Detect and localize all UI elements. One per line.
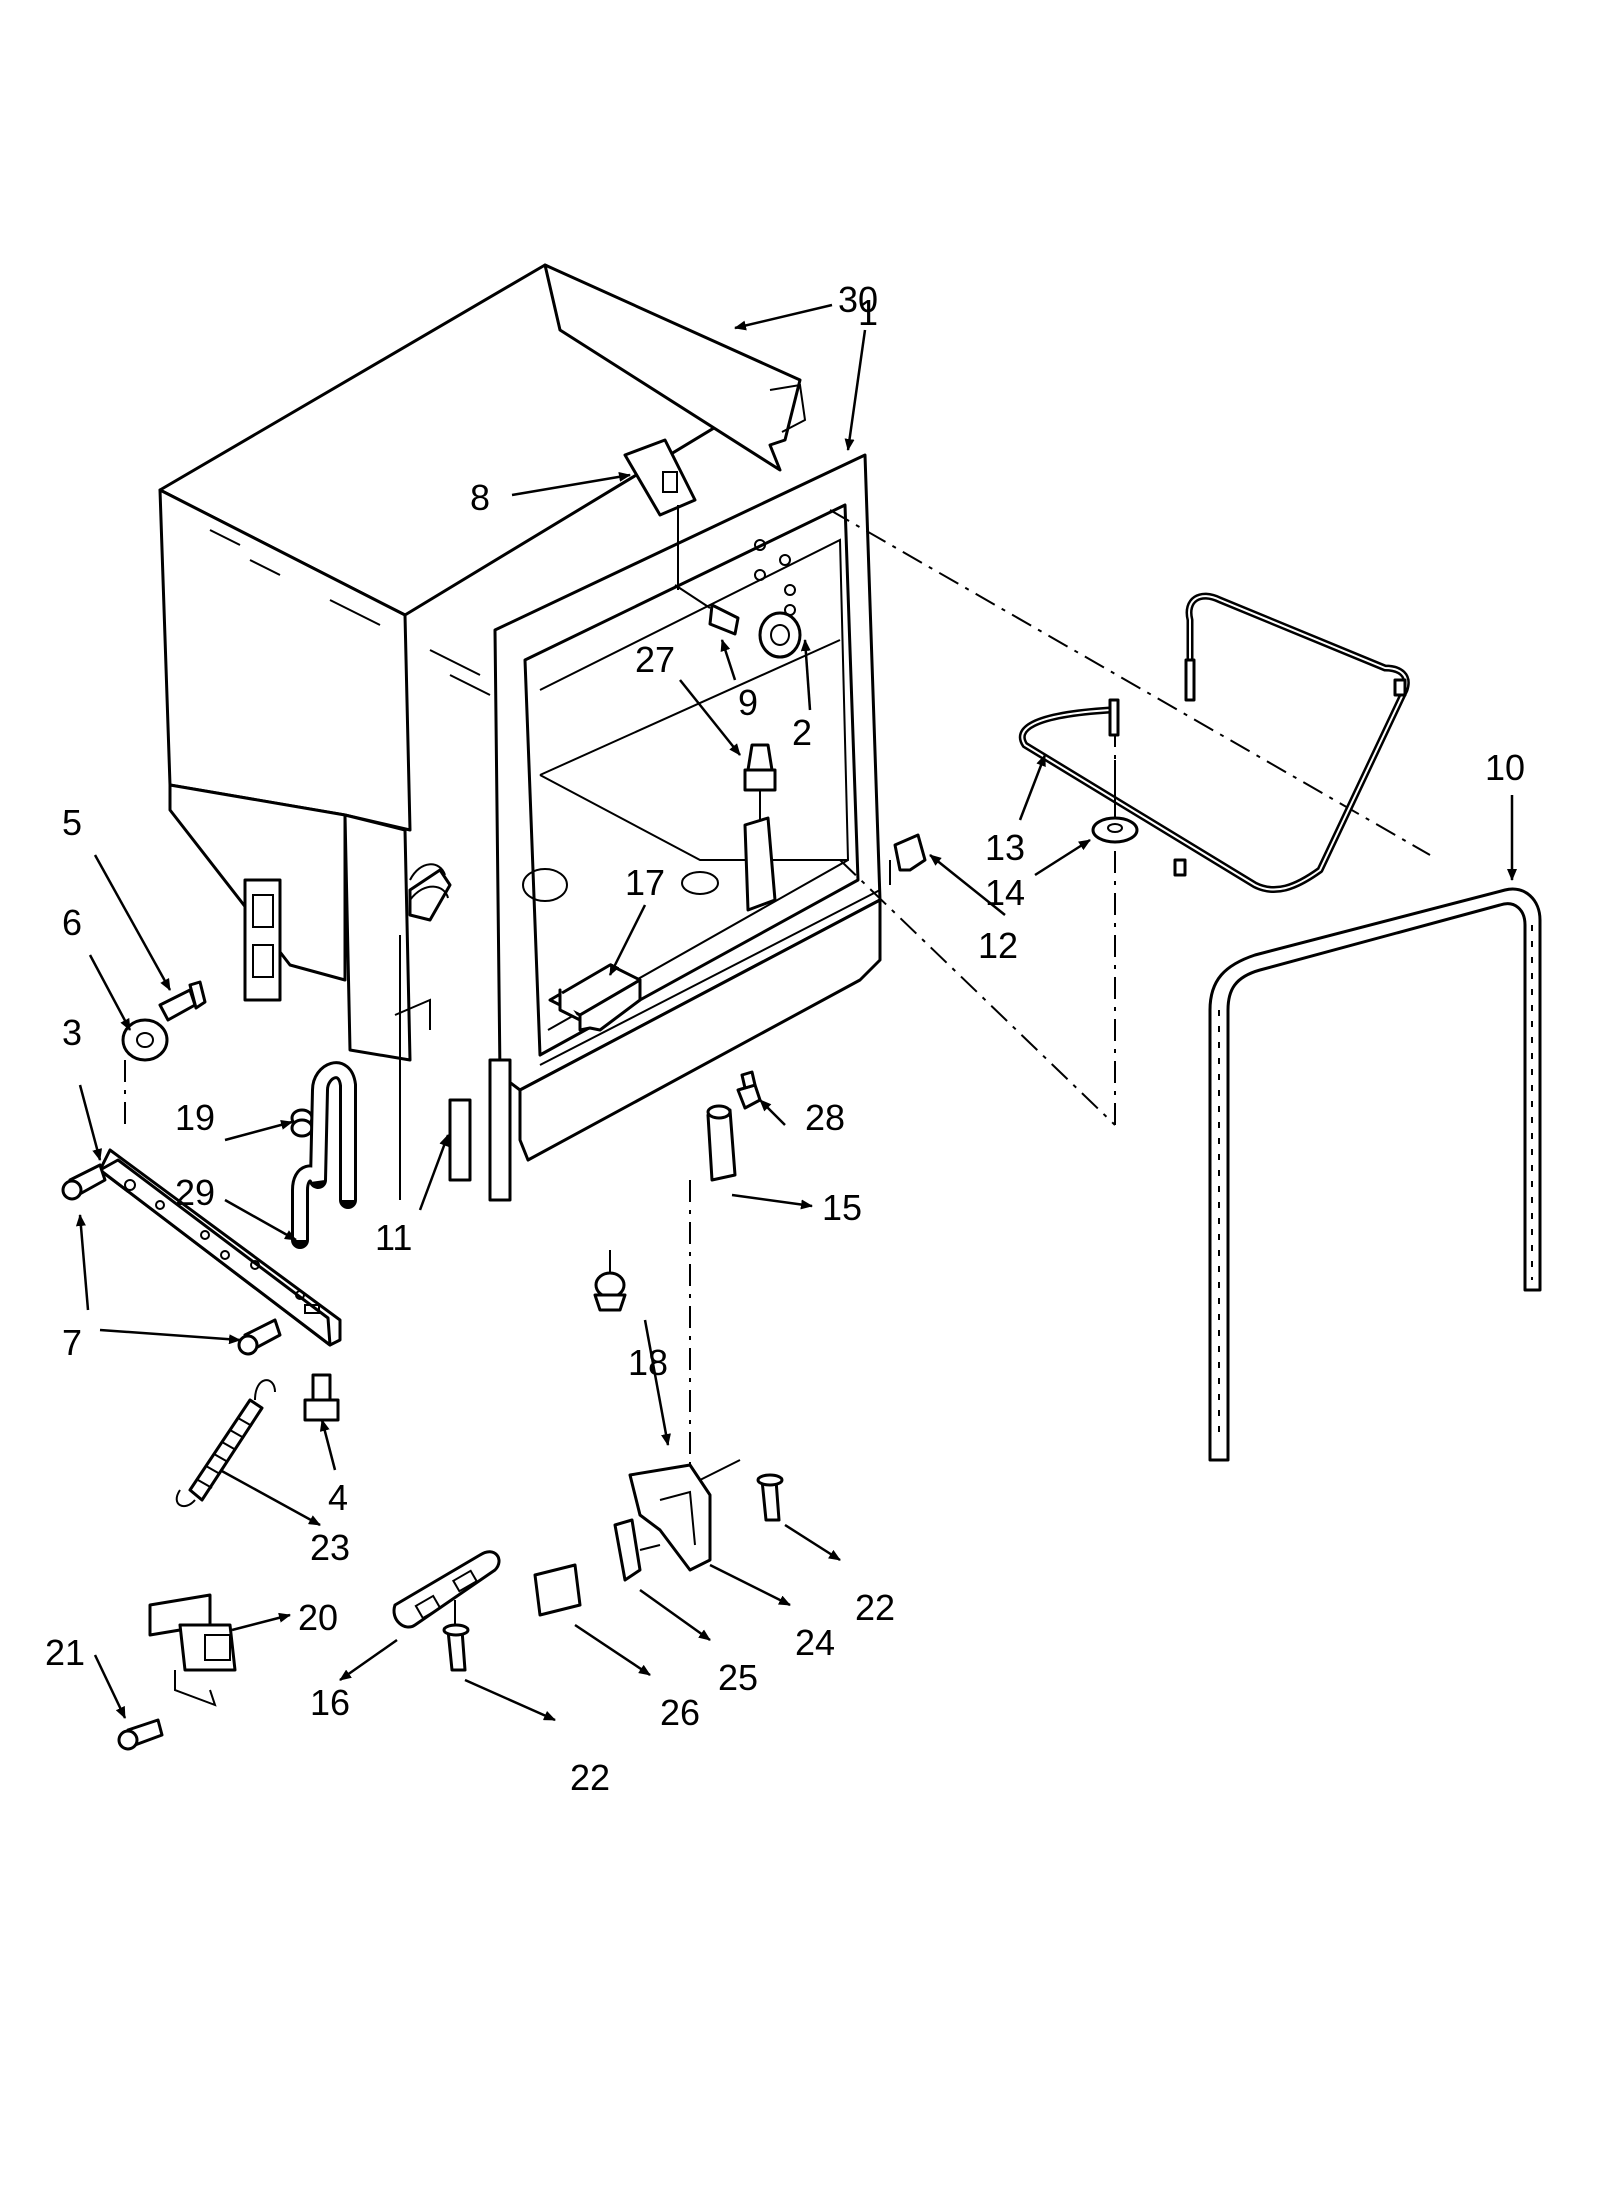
part-28-nut bbox=[736, 1070, 762, 1110]
callout-3: 3 bbox=[62, 1012, 82, 1053]
part-23-spring bbox=[175, 1379, 276, 1508]
part-26-cover bbox=[533, 1563, 582, 1617]
assembly-lines bbox=[124, 509, 1431, 1485]
callout-26: 26 bbox=[660, 1692, 700, 1733]
callout-24: 24 bbox=[795, 1622, 835, 1663]
callout-25: 25 bbox=[718, 1657, 758, 1698]
callout-6: 6 bbox=[62, 902, 82, 943]
callout-15: 15 bbox=[822, 1187, 862, 1228]
part-8-top-bracket bbox=[623, 438, 697, 517]
part-19-clamp bbox=[290, 1108, 314, 1138]
callout-14: 14 bbox=[985, 872, 1025, 913]
part-12-clip bbox=[889, 833, 927, 885]
callout-19: 19 bbox=[175, 1097, 215, 1138]
callout-8: 8 bbox=[470, 477, 490, 518]
callout-21: 21 bbox=[45, 1632, 85, 1673]
callout-30: 30 bbox=[838, 279, 878, 320]
callout-10: 10 bbox=[1485, 747, 1525, 788]
leader-lines bbox=[75, 303, 1517, 1722]
callout-9: 9 bbox=[738, 682, 758, 723]
part-7-screws bbox=[61, 1163, 282, 1356]
part-2-bearing bbox=[754, 539, 802, 659]
callout-1: 1 bbox=[858, 292, 878, 333]
callout-22-lower: 22 bbox=[570, 1757, 610, 1798]
callout-29: 29 bbox=[175, 1172, 215, 1213]
callout-4: 4 bbox=[328, 1477, 348, 1518]
callout-27: 27 bbox=[635, 639, 675, 680]
callout-17: 17 bbox=[625, 862, 665, 903]
callout-11: 11 bbox=[375, 1217, 412, 1258]
part-27-float bbox=[743, 743, 777, 912]
callout-13: 13 bbox=[985, 827, 1025, 868]
callout-22-upper: 22 bbox=[855, 1587, 895, 1628]
callout-28: 28 bbox=[805, 1097, 845, 1138]
callout-16: 16 bbox=[310, 1682, 350, 1723]
callout-20: 20 bbox=[298, 1597, 338, 1638]
part-9-screw bbox=[674, 505, 740, 636]
part-3-rail bbox=[98, 1148, 342, 1347]
callout-23: 23 bbox=[310, 1527, 350, 1568]
callout-7: 7 bbox=[62, 1322, 82, 1363]
part-18-thermostat bbox=[593, 1271, 627, 1312]
part-15-spacer bbox=[706, 1104, 737, 1182]
part-13-heater bbox=[1018, 592, 1410, 894]
part-20-valve bbox=[148, 1593, 237, 1707]
callout-18: 18 bbox=[628, 1342, 668, 1383]
callout-12: 12 bbox=[978, 925, 1018, 966]
part-21-screw bbox=[117, 1718, 164, 1751]
part-22-screws bbox=[442, 1473, 784, 1672]
part-25-actuator bbox=[613, 1518, 661, 1582]
part-24-latch-housing bbox=[628, 1459, 741, 1572]
part-29-hose bbox=[291, 1061, 357, 1249]
part-5-screw bbox=[158, 980, 207, 1022]
callout-labels: 30 1 8 27 9 2 17 12 13 14 10 5 6 3 19 29… bbox=[45, 279, 1525, 1798]
tub-assembly bbox=[158, 263, 882, 1202]
part-17-switch bbox=[548, 963, 642, 1032]
part-10-gasket bbox=[1208, 887, 1542, 1462]
part-14-grommet bbox=[1091, 760, 1139, 844]
callout-2: 2 bbox=[792, 712, 812, 753]
part-6-washer bbox=[121, 1018, 169, 1062]
part-16-lever bbox=[392, 1550, 501, 1630]
part-4-leg bbox=[303, 1373, 340, 1422]
callout-5: 5 bbox=[62, 802, 82, 843]
